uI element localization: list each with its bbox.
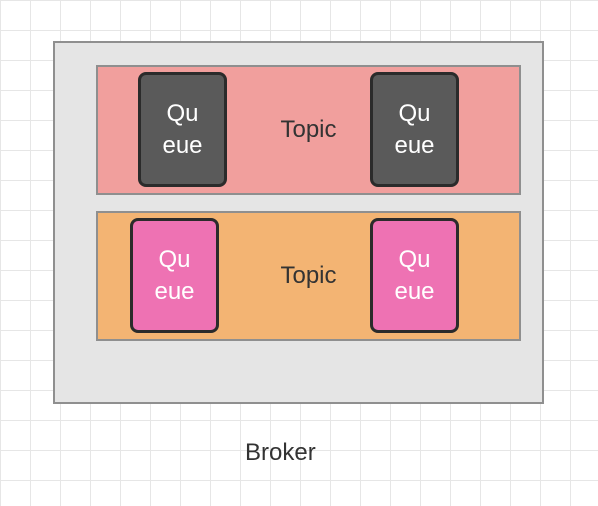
queue-box: Qu eue (138, 72, 227, 187)
queue-box: Qu eue (370, 218, 459, 333)
topic-label: Topic (280, 116, 337, 143)
queue-label-line2: eue (394, 277, 435, 305)
topic-label: Topic (280, 262, 337, 289)
queue-label-line1: Qu (158, 245, 191, 273)
queue-box: Qu eue (130, 218, 219, 333)
queue-label-line2: eue (162, 131, 203, 159)
queue-box: Qu eue (370, 72, 459, 187)
queue-label-line1: Qu (398, 245, 431, 273)
broker-label: Broker (245, 439, 316, 466)
queue-label-line1: Qu (166, 99, 199, 127)
queue-label-line1: Qu (398, 99, 431, 127)
queue-label-line2: eue (394, 131, 435, 159)
queue-label-line2: eue (154, 277, 195, 305)
